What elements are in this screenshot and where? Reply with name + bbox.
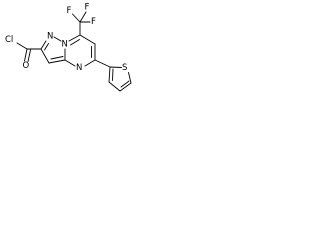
- bond-c3a-c3-double: [50, 56, 64, 60]
- bond-c-f1: [79, 11, 87, 23]
- bond-thienyl-s-c2: [109, 66, 122, 68]
- bond-c-f2: [72, 13, 81, 23]
- bond-thienyl-c4-c5-double: [120, 80, 130, 88]
- atom-label-chlorine: Cl: [5, 35, 13, 45]
- bond-c5-thienyl: [94, 59, 111, 68]
- bond-n-bridge-c7: [68, 34, 81, 42]
- bond-c2-n1-double: [44, 43, 49, 51]
- bond-n4-c3a: [64, 59, 76, 67]
- bond-lines: [16, 11, 132, 92]
- bond-carbonyl-o: [24, 48, 28, 62]
- bond-thienyl-c4-c5: [119, 82, 132, 92]
- bond-carbonyl-cl: [16, 42, 28, 50]
- bond-thienyl-c2-c3-double: [112, 68, 114, 81]
- atom-label-fluorine-1: F: [85, 3, 90, 13]
- bond-n1-n-bridge: [53, 36, 62, 42]
- bond-carbonyl-o-double: [27, 49, 31, 62]
- atom-label-oxygen: O: [23, 61, 30, 71]
- atom-label-nitrogen-2: N: [62, 40, 68, 50]
- atom-label-sulfur: S: [122, 63, 127, 73]
- bond-c3-c2: [40, 48, 50, 64]
- bond-c7-c6: [79, 34, 96, 45]
- bond-c5-n4: [84, 59, 96, 67]
- atom-label-fluorine-2: F: [67, 6, 72, 16]
- bond-c3a-c3: [48, 59, 66, 64]
- atom-labels: F F F Cl O N N N S: [5, 3, 127, 74]
- bond-thienyl-c2-c3: [108, 66, 111, 83]
- atom-label-fluorine-3: F: [91, 17, 96, 27]
- atom-label-nitrogen-1: N: [47, 32, 53, 42]
- chemical-structure: F F F Cl O N N N S: [5, 3, 132, 92]
- bond-c2-n1: [40, 40, 47, 50]
- atom-label-nitrogen-3: N: [76, 63, 82, 73]
- bond-thienyl-c3-c4: [108, 81, 121, 92]
- bond-thienyl-c5-s: [128, 72, 132, 84]
- bond-n-bridge-c7-double: [70, 39, 80, 46]
